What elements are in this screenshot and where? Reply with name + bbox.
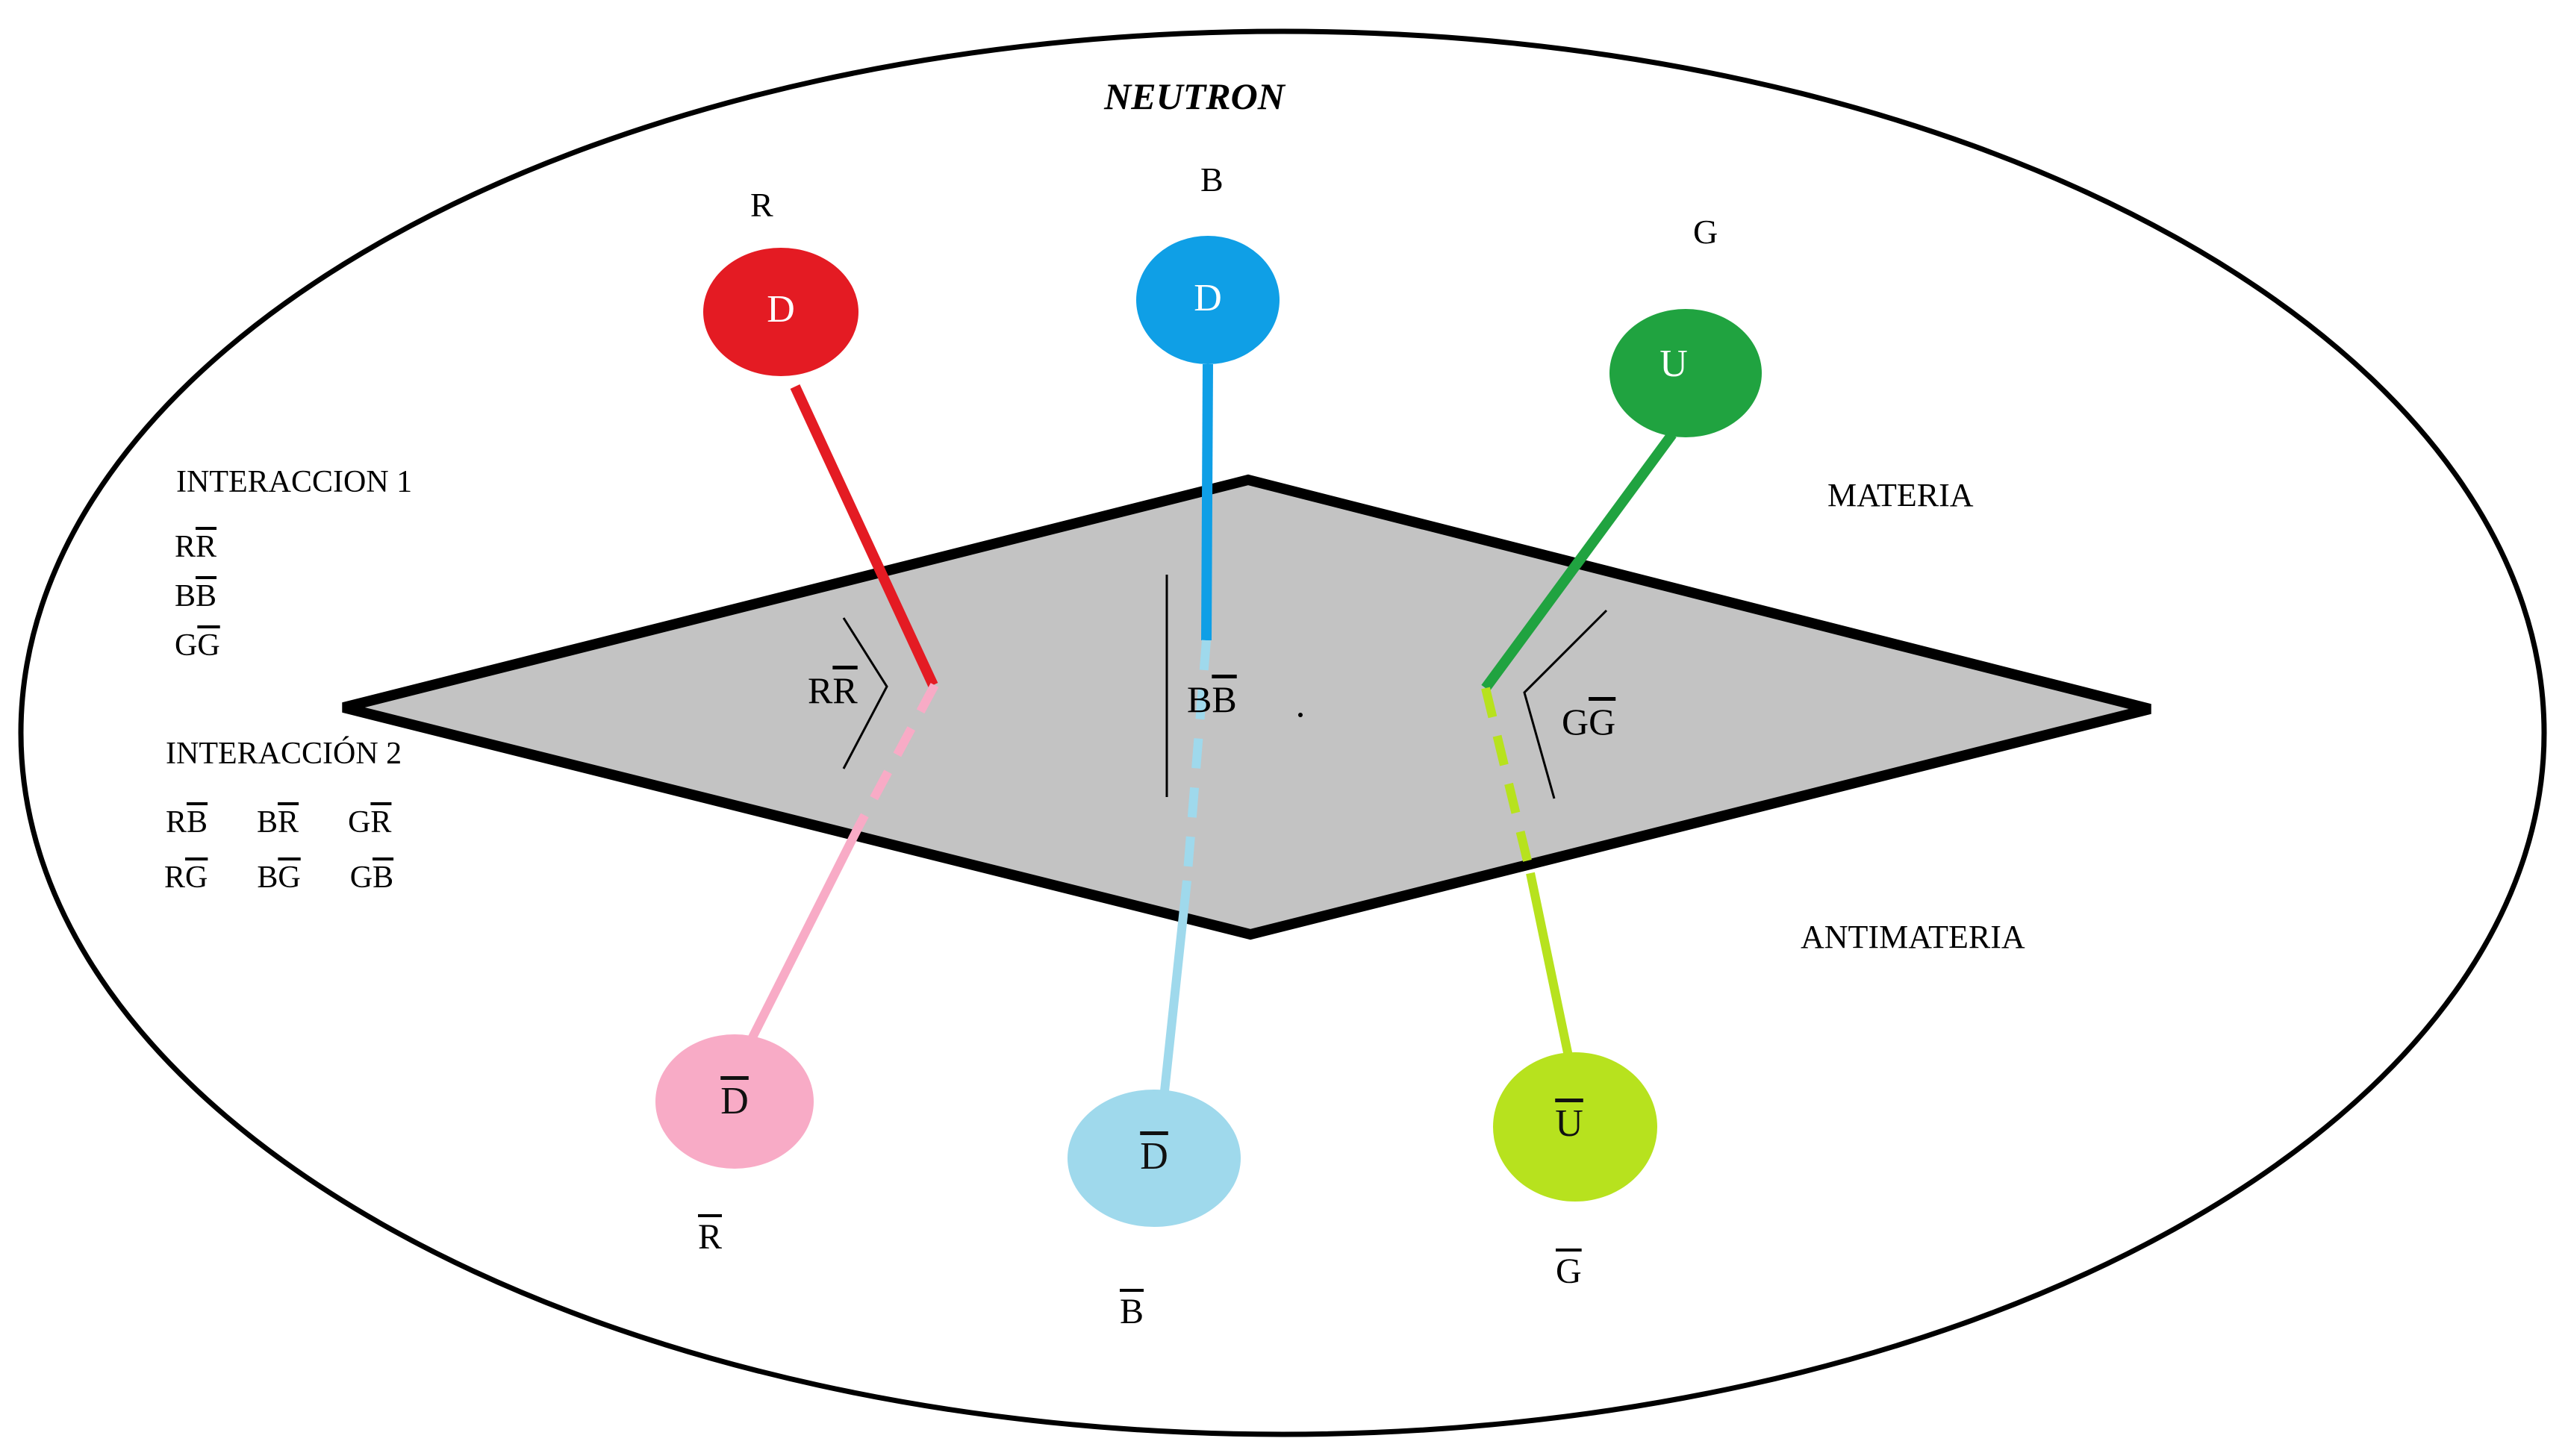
green-antiquark-letter: U bbox=[1555, 1102, 1583, 1145]
matter-antimatter-plane bbox=[342, 474, 2151, 940]
blue-pair-label: BB bbox=[1187, 678, 1237, 721]
pair-b: B bbox=[373, 860, 394, 895]
red-antiquark-link bbox=[745, 825, 863, 1046]
red-pair-bracket bbox=[842, 617, 888, 769]
pair-b: B bbox=[196, 579, 217, 613]
matter-label: MATERIA bbox=[1827, 477, 1974, 513]
blue-quark-letter: D bbox=[1194, 277, 1222, 319]
green-antiquark-dashed-link bbox=[1481, 687, 1535, 875]
blue-pair-b: B bbox=[1212, 678, 1237, 720]
antiblue-color-label: B bbox=[1120, 1292, 1144, 1331]
green-pair-label: GG bbox=[1562, 700, 1615, 743]
pair-a: R bbox=[166, 805, 187, 840]
blue-quark bbox=[1136, 236, 1280, 364]
blue-antiquark-link bbox=[1160, 880, 1191, 1092]
center-dot bbox=[1298, 713, 1303, 717]
red-color-label: R bbox=[750, 186, 773, 224]
green-pair-a: G bbox=[1562, 701, 1589, 743]
red-pair-a: R bbox=[808, 669, 833, 711]
interaction1-list: RR BB GG bbox=[175, 522, 220, 670]
interaction2-title: INTERACCIÓN 2 bbox=[166, 737, 402, 771]
red-antiquark bbox=[655, 1034, 814, 1169]
blue-color-label: B bbox=[1200, 160, 1224, 199]
pair-b: G bbox=[185, 860, 208, 895]
interaction1-pair: RR bbox=[175, 522, 220, 572]
red-pair-b: R bbox=[832, 669, 858, 711]
antimatter-label: ANTIMATERIA bbox=[1801, 919, 2025, 955]
diagram-title: NEUTRON bbox=[1104, 75, 1285, 117]
red-pair-label: RR bbox=[808, 669, 858, 712]
interaction2-row2: RG BG GB bbox=[164, 860, 393, 896]
green-quark-letter: U bbox=[1659, 343, 1688, 385]
blue-antiquark bbox=[1068, 1090, 1241, 1227]
pair-a: R bbox=[164, 860, 186, 895]
interaction2-pair: BG bbox=[257, 860, 300, 896]
pair-a: G bbox=[348, 805, 371, 840]
pair-a: G bbox=[349, 860, 373, 895]
red-quark bbox=[703, 248, 858, 376]
green-quark bbox=[1609, 309, 1762, 437]
blue-quark-link bbox=[1201, 363, 1213, 641]
green-antiquark bbox=[1493, 1052, 1657, 1202]
green-color-label: G bbox=[1693, 213, 1718, 251]
antigreen-color-label: G bbox=[1556, 1252, 1582, 1291]
green-pair-b: G bbox=[1589, 701, 1616, 743]
interaction1-title: INTERACCION 1 bbox=[176, 465, 413, 499]
pair-a: B bbox=[175, 579, 196, 613]
green-pair-bracket bbox=[1523, 609, 1608, 799]
pair-b: G bbox=[197, 628, 220, 663]
red-quark-link bbox=[790, 384, 938, 687]
pair-a: G bbox=[175, 628, 198, 663]
antired-color-label: R bbox=[698, 1217, 723, 1257]
blue-antiquark-dashed-link bbox=[1182, 640, 1211, 881]
green-quark-link bbox=[1481, 431, 1677, 692]
pair-b: R bbox=[370, 805, 392, 840]
interaction2-row1: RB BR GR bbox=[166, 804, 391, 840]
interaction2-pair: GB bbox=[350, 860, 393, 896]
pair-b: G bbox=[278, 860, 301, 895]
red-antiquark-dashed-link bbox=[854, 683, 939, 829]
interaction2-pair: RG bbox=[164, 860, 208, 896]
green-antiquark-link bbox=[1526, 872, 1574, 1061]
pair-b: B bbox=[187, 805, 208, 840]
interaction1-pair: BB bbox=[175, 572, 220, 621]
pair-a: B bbox=[257, 805, 278, 840]
pair-b: R bbox=[278, 805, 299, 840]
red-quark-letter: D bbox=[767, 288, 795, 331]
pair-a: B bbox=[257, 860, 278, 895]
interaction1-pair: GG bbox=[175, 621, 220, 670]
blue-antiquark-letter: D bbox=[1140, 1135, 1168, 1178]
interaction2-pair: GR bbox=[348, 804, 391, 840]
interaction2-pair: BR bbox=[257, 804, 299, 840]
pair-b: R bbox=[196, 530, 217, 564]
interaction2-pair: RB bbox=[166, 804, 208, 840]
red-antiquark-letter: D bbox=[720, 1080, 749, 1122]
blue-pair-a: B bbox=[1187, 678, 1212, 720]
pair-a: R bbox=[175, 530, 196, 564]
